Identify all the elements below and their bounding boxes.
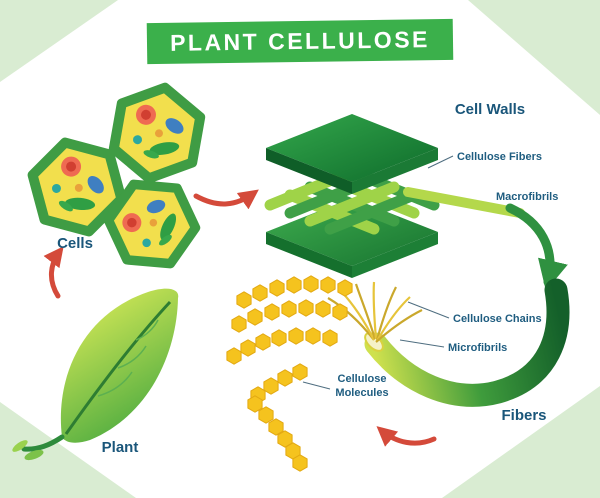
- hexagon-chain-3: [226, 327, 338, 365]
- label-cellulose-chains: Cellulose Chains: [453, 313, 542, 325]
- arrow-macrofibrils-to-fibers: [505, 203, 568, 291]
- label-cellulose-molecules-line1: Cellulose: [338, 373, 387, 385]
- leader-cellulose-fibers: [427, 155, 454, 169]
- label-macrofibrils: Macrofibrils: [496, 191, 558, 203]
- leader-microfibrils: [399, 339, 445, 348]
- leader-cellulose-molecules: [302, 381, 331, 390]
- plant-cells-group: [27, 82, 206, 269]
- cellwall-top-side-left: [266, 148, 352, 194]
- label-fibers: Fibers: [501, 407, 546, 424]
- label-microfibrils: Microfibrils: [448, 342, 507, 354]
- plant-leaf: [12, 288, 179, 461]
- leader-lines: [302, 155, 454, 390]
- leaf-midvein: [64, 300, 172, 435]
- sprout-leaf-tiny: [12, 440, 28, 452]
- fiber-bundle: [327, 278, 570, 407]
- cellwall-top-side-right: [352, 148, 438, 194]
- label-cellulose-molecules: Cellulose Molecules: [335, 373, 388, 399]
- leaf-stem: [21, 434, 65, 452]
- macrofibril-rod: [403, 187, 525, 218]
- cell-wall-structure: [264, 114, 525, 278]
- arrow-to-molecules: [376, 426, 437, 447]
- label-cellulose-molecules-line2: Molecules: [335, 387, 388, 399]
- plant-cell-bottom: [103, 179, 201, 269]
- label-plant: Plant: [102, 439, 139, 456]
- title-banner: PLANT CELLULOSE: [146, 18, 454, 65]
- arrow-cells-to-cellwalls: [193, 189, 259, 210]
- corner-decoration-top-left: [0, 0, 118, 82]
- plant-cell-top: [108, 82, 206, 184]
- corner-decoration-bottom-right: [442, 386, 600, 498]
- corner-decoration-top-right: [468, 0, 600, 115]
- sprout-leaf-small: [24, 449, 44, 461]
- cellwall-bottom-side-right: [352, 232, 438, 278]
- cellulose-fiber-rods: [264, 165, 525, 235]
- cellwall-bottom-side-left: [266, 232, 352, 278]
- hexagon-chain-5: [247, 395, 308, 472]
- label-cellulose-fibers: Cellulose Fibers: [457, 151, 542, 163]
- cellwall-top-slab: [266, 114, 438, 182]
- leaf-veins: [97, 319, 159, 397]
- plant-cell-left: [27, 137, 127, 237]
- page-title: PLANT CELLULOSE: [170, 26, 430, 56]
- fiber-tube: [364, 278, 570, 407]
- label-cell-walls: Cell Walls: [455, 101, 525, 118]
- label-cells: Cells: [57, 235, 93, 252]
- cellulose-molecule-chains: [226, 275, 353, 472]
- leader-cellulose-chains: [407, 301, 450, 319]
- title-banner-ribbon: [146, 18, 454, 65]
- hexagon-chain-4: [250, 363, 308, 404]
- arrow-plant-to-cells: [43, 246, 64, 299]
- corner-decoration-bottom-left: [0, 402, 136, 498]
